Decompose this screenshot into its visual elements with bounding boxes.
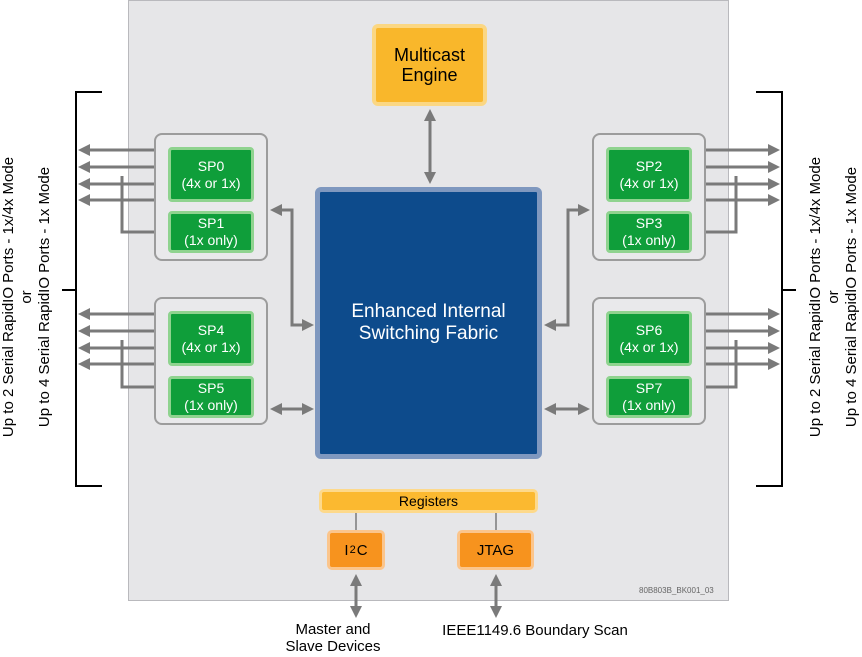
- left-label-line1: Up to 2 Serial RapidIO Ports - 1x/4x Mod…: [0, 156, 17, 438]
- master-slave-line1: Master and: [295, 621, 371, 638]
- right-lower-branch: [686, 340, 738, 393]
- port-name: SP2: [635, 157, 663, 174]
- port-mode: (4x or 1x): [181, 338, 241, 355]
- port-sp7: SP7 (1x only): [606, 376, 692, 418]
- port-name: SP5: [197, 380, 225, 396]
- port-sp5: SP5 (1x only): [168, 376, 254, 418]
- port-mode: (1x only): [184, 232, 238, 248]
- left-upper-branch: [120, 176, 172, 238]
- port-name: SP4: [197, 321, 225, 338]
- left-side-label: Up to 2 Serial RapidIO Ports - 1x/4x Mod…: [0, 117, 54, 477]
- figure-id: 80B803B_BK001_03: [639, 586, 714, 595]
- port-sp3: SP3 (1x only): [606, 211, 692, 253]
- fabric-line2: Switching Fabric: [358, 323, 499, 344]
- left-label-line3: Up to 4 Serial RapidIO Ports - 1x Mode: [36, 166, 53, 428]
- left-label-line2: or: [18, 290, 35, 304]
- port-name: SP1: [197, 215, 225, 231]
- port-sp0: SP0 (4x or 1x): [168, 147, 254, 202]
- right-upper-branch: [686, 176, 738, 238]
- multicast-line1: Multicast: [393, 45, 465, 65]
- port-sp1: SP1 (1x only): [168, 211, 254, 253]
- i2c-base: I: [344, 541, 349, 559]
- right-label-line2: or: [825, 290, 842, 304]
- port-mode: (1x only): [184, 397, 238, 413]
- port-mode: (4x or 1x): [619, 338, 679, 355]
- port-sp4: SP4 (4x or 1x): [168, 311, 254, 366]
- left-lower-branch: [120, 340, 172, 393]
- right-label-line1: Up to 2 Serial RapidIO Ports - 1x/4x Mod…: [807, 156, 824, 438]
- right-upper-to-fabric: [544, 204, 590, 331]
- port-sp2: SP2 (4x or 1x): [606, 147, 692, 202]
- boundary-scan-label: IEEE1149.6 Boundary Scan: [442, 622, 628, 639]
- port-mode: (1x only): [622, 397, 676, 413]
- i2c-tail: C: [356, 541, 368, 559]
- port-name: SP7: [635, 380, 663, 396]
- master-slave-label: Master and Slave Devices: [268, 621, 398, 655]
- port-sp6: SP6 (4x or 1x): [606, 311, 692, 366]
- right-side-label: Up to 2 Serial RapidIO Ports - 1x/4x Mod…: [807, 117, 861, 477]
- port-name: SP3: [635, 215, 663, 231]
- port-mode: (4x or 1x): [619, 174, 679, 191]
- port-name: SP0: [197, 157, 225, 174]
- registers-block: Registers: [319, 489, 538, 513]
- multicast-line2: Engine: [401, 65, 458, 85]
- port-name: SP6: [635, 321, 663, 338]
- port-mode: (4x or 1x): [181, 174, 241, 191]
- port-mode: (1x only): [622, 232, 676, 248]
- jtag-block: JTAG: [457, 530, 534, 570]
- right-label-line3: Up to 4 Serial RapidIO Ports - 1x Mode: [843, 166, 860, 428]
- multicast-engine: Multicast Engine: [372, 24, 487, 106]
- left-upper-to-fabric: [270, 204, 314, 331]
- fabric-line1: Enhanced Internal: [351, 301, 506, 322]
- switching-fabric: Enhanced Internal Switching Fabric: [315, 187, 542, 459]
- i2c-superscript: 2: [349, 544, 356, 556]
- master-slave-line2: Slave Devices: [285, 638, 381, 655]
